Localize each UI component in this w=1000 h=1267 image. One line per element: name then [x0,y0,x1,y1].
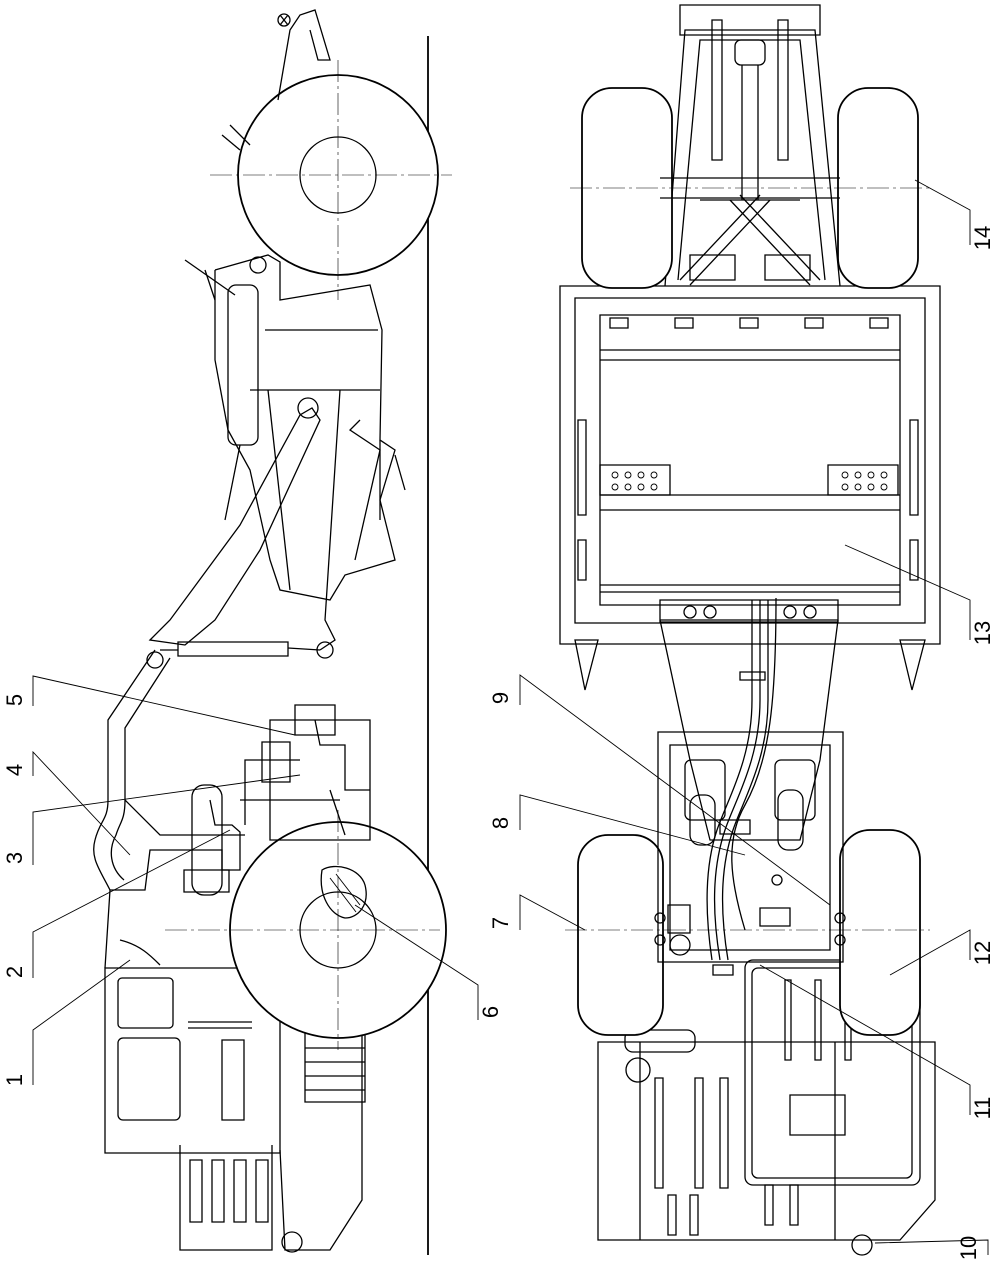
callout-4: 4 [2,764,27,776]
front-wheel-side [165,810,446,1050]
gooseneck-top [660,598,838,960]
callout-1: 1 [2,1074,27,1086]
callout-7: 7 [488,917,513,929]
callout-6: 6 [478,1006,503,1018]
tractor-frame-top [655,732,845,975]
cab-body [105,968,365,1252]
callout-10: 10 [956,1236,981,1260]
top-view [560,5,940,1255]
callout-3: 3 [2,852,27,864]
scraper-bowl-side [185,255,405,650]
callout-5: 5 [2,694,27,706]
callout-8: 8 [488,817,513,829]
callout-13: 13 [970,621,995,645]
callout-11: 11 [970,1097,995,1120]
scraper-bowl-top [560,286,940,690]
bolt-pattern-left [612,472,657,490]
callout-12: 12 [970,941,995,965]
rear-frame-top [570,5,930,288]
callout-labels: 1 2 3 4 5 6 7 8 9 10 11 12 13 14 [2,226,995,1260]
side-view [94,10,452,1255]
rear-wheel-side [210,10,452,300]
tractor-wheels-top [565,830,930,1035]
callout-14: 14 [970,226,995,250]
callout-2: 2 [2,966,27,978]
callout-9: 9 [488,692,513,704]
front-frame [94,650,370,968]
bolt-pattern-right [842,472,887,490]
callout-leaders [33,180,988,1255]
draft-beam [147,398,333,668]
